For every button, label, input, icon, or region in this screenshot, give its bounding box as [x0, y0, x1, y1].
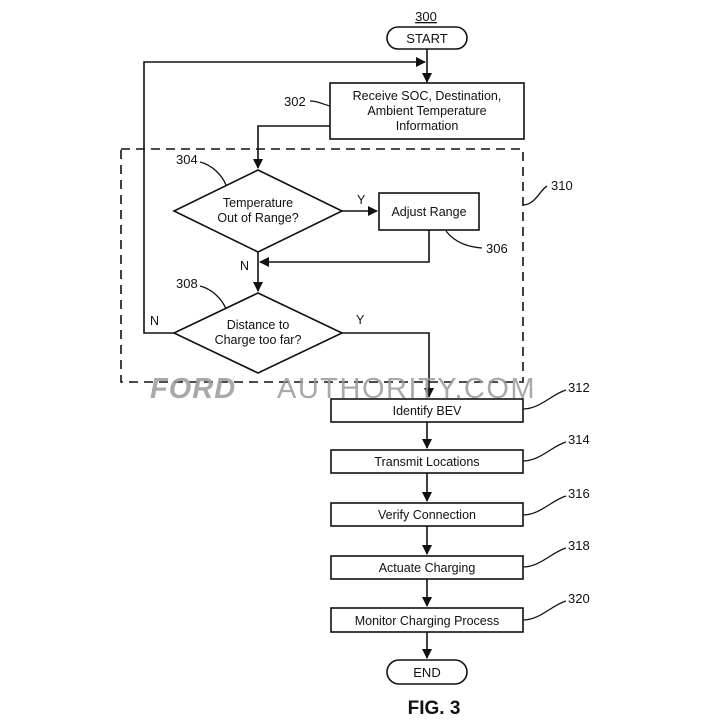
- verify-connection-label: Verify Connection: [378, 508, 476, 522]
- distance-ref-leader: [199, 285, 227, 310]
- temperature-ref-leader: [199, 161, 227, 186]
- group-ref: 310: [551, 178, 573, 193]
- actuate-ref: 318: [568, 538, 590, 553]
- connector-distance-loop: [143, 57, 426, 334]
- receive-info-step: [329, 82, 525, 140]
- verify-ref: 316: [568, 486, 590, 501]
- temperature-line-2: Out of Range?: [217, 211, 298, 225]
- transmit-locations-label: Transmit Locations: [374, 455, 479, 469]
- adjust-range-step: [378, 192, 480, 231]
- receive-ref: 302: [284, 94, 306, 109]
- identify-bev-label: Identify BEV: [393, 404, 462, 418]
- connector-receive-temperature: [253, 125, 330, 169]
- actuate-charging-label: Actuate Charging: [379, 561, 476, 575]
- identify-ref: 312: [568, 380, 590, 395]
- receive-line-1: Receive SOC, Destination,: [353, 89, 502, 103]
- watermark-bold: FORD: [150, 373, 236, 405]
- adjust-ref-leader: [445, 230, 483, 249]
- start-label: START: [406, 31, 447, 46]
- distance-line-2: Charge too far?: [215, 333, 302, 347]
- start-ref: 300: [415, 9, 437, 24]
- group-ref-leader: [522, 185, 548, 206]
- end-terminal: [386, 659, 468, 685]
- identify-ref-leader: [522, 389, 567, 410]
- distance-no: N: [150, 314, 159, 328]
- distance-line-1: Distance to: [227, 318, 290, 332]
- monitor-charging-label: Monitor Charging Process: [355, 614, 500, 628]
- temperature-ref: 304: [176, 152, 198, 167]
- monitor-ref-leader: [522, 600, 567, 621]
- transmit-ref-leader: [522, 441, 567, 462]
- distance-ref: 308: [176, 276, 198, 291]
- figure-caption: FIG. 3: [408, 698, 461, 719]
- end-label: END: [413, 665, 440, 680]
- adjust-range-label: Adjust Range: [391, 205, 466, 219]
- verify-ref-leader: [522, 495, 567, 516]
- distance-yes: Y: [356, 313, 365, 327]
- connector-adjust-merge: [259, 230, 430, 267]
- adjust-ref: 306: [486, 241, 508, 256]
- temperature-yes: Y: [357, 193, 366, 207]
- temperature-no: N: [240, 259, 249, 273]
- dashed-group-box: [120, 148, 524, 383]
- transmit-ref: 314: [568, 432, 590, 447]
- actuate-ref-leader: [522, 547, 567, 568]
- monitor-ref: 320: [568, 591, 590, 606]
- connector-distance-identify: [342, 332, 434, 398]
- temperature-line-1: Temperature: [223, 196, 293, 210]
- receive-ref-leader: [309, 100, 331, 107]
- distance-decision: [172, 292, 344, 374]
- receive-line-2: Ambient Temperature: [367, 104, 486, 118]
- receive-line-3: Information: [396, 119, 459, 133]
